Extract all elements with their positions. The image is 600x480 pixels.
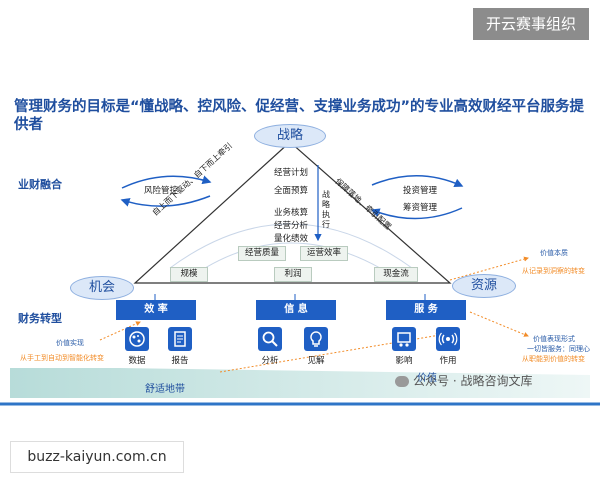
orange-arrow-value bbox=[99, 321, 141, 341]
comfort-zone-label: 舒适地带 bbox=[145, 384, 185, 395]
bottom-box-profit: 利润 bbox=[274, 267, 312, 282]
oval-strategy: 战略 bbox=[254, 124, 326, 148]
right-loop-top bbox=[371, 175, 464, 187]
center-item-plan: 经营计划 bbox=[274, 168, 309, 178]
left-loop-bottom bbox=[120, 195, 211, 207]
pyramid-triangle bbox=[133, 141, 452, 284]
insight-icon bbox=[304, 327, 328, 351]
influence-icon bbox=[392, 327, 416, 351]
note-essence-title: 价值本质 bbox=[540, 249, 568, 257]
bottom-box-cashflow: 现金流 bbox=[374, 267, 418, 282]
note-value-sub: 从手工到自动到智能化转变 bbox=[20, 354, 104, 362]
data-label: 数据 bbox=[128, 356, 146, 366]
value-label: 价值 bbox=[417, 373, 437, 384]
investment-label: 投资管理 bbox=[403, 186, 438, 196]
orange-arrow-form bbox=[469, 311, 529, 337]
center-item-accounting: 业务核算 bbox=[274, 208, 309, 218]
note-form-sub1: 一切皆服务：同理心 bbox=[527, 345, 590, 353]
report-label: 报告 bbox=[171, 356, 189, 366]
financing-label: 筹资管理 bbox=[403, 203, 438, 213]
note-value-title: 价值实现 bbox=[56, 339, 84, 347]
page-title: 管理财务的目标是“懂战略、控风险、促经营、支撑业务成功”的专业高效财经平台服务提… bbox=[14, 99, 585, 133]
effect-icon bbox=[436, 327, 460, 351]
mid-box-efficiency: 运营效率 bbox=[300, 246, 348, 261]
label-business-fusion: 业财融合 bbox=[18, 178, 62, 191]
report-icon bbox=[168, 327, 192, 351]
center-item-performance: 量化绩效 bbox=[274, 234, 309, 244]
label-finance-transform: 财务转型 bbox=[18, 312, 62, 325]
site-url[interactable]: buzz-kaiyun.com.cn bbox=[10, 441, 184, 473]
watermark-text: 公众号 · 战略咨询文库 bbox=[413, 374, 533, 388]
note-form-title: 价值表现形式 bbox=[533, 335, 575, 343]
inner-arc-inner bbox=[204, 242, 381, 269]
bottom-box-scale: 规模 bbox=[170, 267, 208, 282]
comfort-zone-band bbox=[10, 368, 590, 398]
center-item-analysis: 经营分析 bbox=[274, 221, 309, 231]
effect-label: 作用 bbox=[439, 356, 457, 366]
column-header-efficiency: 效 率 bbox=[116, 300, 196, 320]
data-icon bbox=[125, 327, 149, 351]
column-header-service: 服 务 bbox=[386, 300, 466, 320]
mid-box-quality: 经营质量 bbox=[238, 246, 286, 261]
oval-opportunity: 机会 bbox=[70, 276, 134, 300]
watermark: 公众号 · 战略咨询文库 bbox=[395, 372, 532, 389]
top-tag: 开云赛事组织 bbox=[473, 8, 589, 40]
oval-resource: 资源 bbox=[452, 274, 516, 298]
analysis-label: 分析 bbox=[261, 356, 279, 366]
analysis-icon bbox=[258, 327, 282, 351]
vertical-execution-text: 战略执行 bbox=[322, 190, 330, 229]
left-loop-top bbox=[121, 175, 212, 189]
insight-label: 见解 bbox=[307, 356, 325, 366]
risk-control-label: 风险管控 bbox=[144, 186, 179, 196]
wechat-icon bbox=[395, 376, 409, 387]
column-header-information: 信 息 bbox=[256, 300, 336, 320]
inner-arc-outer bbox=[169, 223, 413, 269]
center-item-budget: 全面预算 bbox=[274, 186, 309, 196]
note-form-sub2: 从职能到价值的转变 bbox=[522, 355, 585, 363]
influence-label: 影响 bbox=[395, 356, 413, 366]
right-loop-bottom bbox=[370, 207, 463, 220]
note-essence-sub: 从记录到洞察的转变 bbox=[522, 267, 585, 275]
